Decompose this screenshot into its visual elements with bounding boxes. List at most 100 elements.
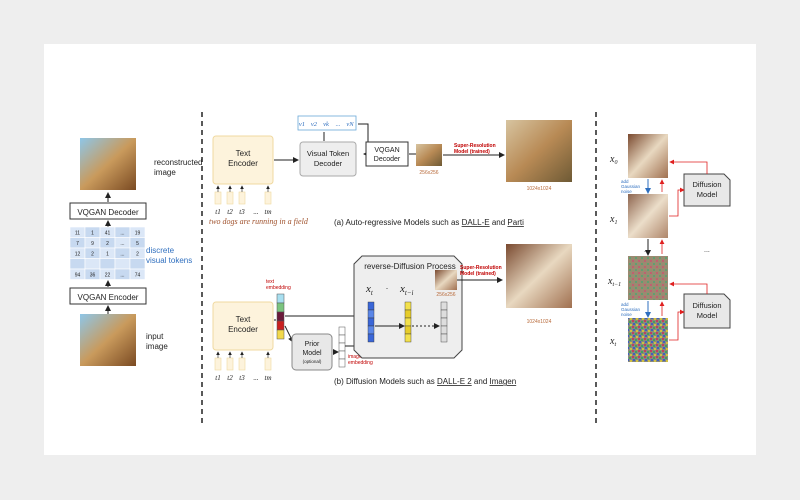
add-noise-2-line1: add — [621, 302, 629, 307]
df-text-encoder-line1: Text — [236, 315, 251, 324]
input-label-1: input — [146, 332, 164, 341]
token-value: 19 — [135, 231, 141, 237]
token-label: t1 — [215, 374, 220, 382]
tokens-label-2: visual tokens — [146, 256, 192, 265]
ar-super-res-line2: Model (trained) — [454, 149, 490, 155]
visual-token-decoder-line1: Visual Token — [307, 149, 349, 158]
token-value: 41 — [105, 231, 111, 237]
token-box — [264, 191, 272, 205]
df-large-res: 1024x1024 — [527, 319, 552, 325]
ar-text-encoder-line1: Text — [236, 149, 251, 158]
prior-model-box — [291, 333, 333, 371]
text-embedding-line2: embedding — [266, 285, 291, 291]
add-noise-1-line2: Gaussian — [621, 184, 641, 189]
df-small-image — [435, 270, 457, 290]
prior-model-line2: Model — [302, 350, 322, 357]
visual-token: vN — [346, 121, 354, 128]
vqgan-decoder-label: VQGAN Decoder — [77, 208, 139, 217]
text-embedding-vector — [276, 293, 285, 340]
df-caption: (b) Diffusion Models such as DALL-E 2 an… — [334, 377, 516, 386]
ar-vqgan-decoder-line2: Decoder — [374, 156, 401, 163]
vqgan-encoder-label: VQGAN Encoder — [78, 293, 139, 302]
token-label: t2 — [227, 208, 233, 216]
visual-token: ... — [336, 121, 341, 128]
df-text-encoder-box — [212, 301, 274, 351]
token-label: ... — [253, 208, 259, 216]
ar-super-res-line1: Super-Resolution — [454, 143, 496, 149]
image-embedding-vector — [338, 326, 346, 368]
token-cell — [129, 268, 146, 280]
token-value: 7 — [76, 241, 79, 247]
x0-image — [628, 134, 668, 178]
x1-image — [628, 194, 668, 238]
token-label: ... — [253, 374, 259, 382]
xt1-label: xt−1 — [607, 276, 621, 288]
xt-i-label: xt−i — [399, 283, 414, 297]
ar-vqgan-decoder-box — [365, 141, 409, 167]
token-value: 36 — [90, 273, 96, 279]
token-value: ... — [120, 252, 124, 258]
add-noise-1-line1: add — [621, 179, 629, 184]
ar-large-res: 1024x1024 — [527, 186, 552, 192]
add-noise-2-line3: noise — [621, 312, 632, 317]
prior-model-line1: Prior — [305, 341, 320, 348]
token-cell — [99, 258, 116, 270]
visual-token-decoder-box — [299, 141, 357, 177]
token-cell — [129, 258, 146, 270]
token-box — [214, 357, 222, 371]
token-cell — [114, 258, 131, 270]
ar-small-res: 256x256 — [419, 170, 438, 176]
xt-image — [628, 318, 668, 362]
diffusion-model-1-line2: Model — [697, 190, 718, 199]
df-small-res: 256x256 — [436, 292, 455, 298]
prior-model-line3: (optional) — [303, 359, 322, 364]
token-box — [214, 191, 222, 205]
ellipsis-right: ... — [704, 247, 710, 254]
token-label: t2 — [227, 374, 233, 382]
tokens-label-1: discrete — [146, 246, 175, 255]
token-value: 9 — [91, 241, 94, 247]
visual-token-strip — [297, 115, 357, 131]
visual-token-decoder-line2: Decoder — [314, 159, 343, 168]
process-title: reverse-Diffusion Process — [364, 262, 455, 271]
df-large-image — [506, 244, 572, 308]
visual-token: v2 — [311, 121, 318, 128]
ar-caption: (a) Auto-regressive Models such as DALL-… — [334, 218, 524, 227]
reconstructed-label-2: image — [154, 168, 176, 177]
token-label: t3 — [239, 208, 245, 216]
text-embedding-line1: text — [266, 279, 275, 285]
input-image — [80, 314, 136, 366]
visual-token: v1 — [299, 121, 305, 128]
latent-gray-vector — [440, 301, 448, 343]
ar-prompt: two dogs are running in a field — [209, 217, 309, 226]
reconstructed-image — [80, 138, 136, 190]
input-label-2: image — [146, 342, 168, 351]
ellipsis-left: ... — [644, 247, 650, 254]
token-label: tm — [265, 208, 272, 216]
token-value: 74 — [135, 273, 141, 279]
vqgan-encoder-box — [69, 287, 147, 305]
token-box — [226, 357, 234, 371]
image-embedding-line2: embedding — [348, 360, 373, 366]
latent-blue-vector — [367, 301, 375, 343]
token-cell — [84, 258, 101, 270]
df-text-encoder-line2: Encoder — [228, 325, 258, 334]
ar-text-encoder-line2: Encoder — [228, 159, 258, 168]
token-value: 12 — [75, 252, 81, 258]
token-box — [226, 191, 234, 205]
token-box — [238, 191, 246, 205]
df-super-res-line2: Model (trained) — [460, 271, 496, 277]
diffusion-model-2-line2: Model — [697, 311, 718, 320]
token-box — [238, 357, 246, 371]
token-value: ... — [120, 231, 124, 237]
token-value: 22 — [105, 273, 111, 279]
image-embedding-line1: image — [348, 354, 362, 360]
token-value: 2 — [91, 252, 94, 258]
token-box — [264, 357, 272, 371]
